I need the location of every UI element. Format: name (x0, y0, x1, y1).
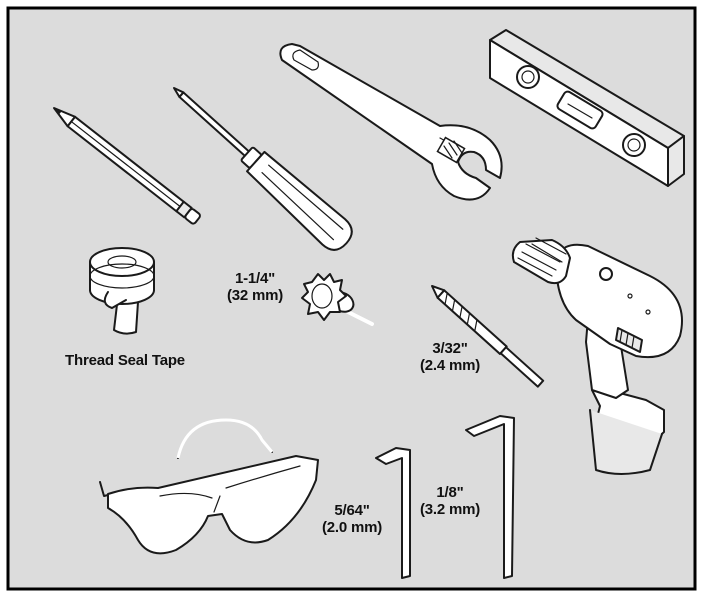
drill-bit-icon (431, 285, 545, 388)
phillips-screwdriver-icon (173, 87, 353, 251)
cordless-drill-icon (511, 237, 683, 475)
hex-key-small-icon (375, 447, 411, 579)
thread-seal-tape-label: Thread Seal Tape (65, 352, 185, 369)
safety-glasses-icon (99, 418, 319, 555)
hex-key-small-label: 5/64" (2.0 mm) (321, 502, 383, 536)
pencil-icon (53, 107, 201, 225)
spirit-level-icon (489, 29, 685, 187)
drill-bit-label: 3/32" (2.4 mm) (419, 340, 481, 374)
hex-key-large-label: 1/8" (3.2 mm) (419, 484, 481, 518)
hole-saw-label: 1-1/4" (32 mm) (226, 270, 284, 304)
tape-roll-icon (89, 247, 155, 335)
hex-key-large-icon (465, 415, 515, 579)
adjustable-wrench-icon (279, 43, 503, 201)
hole-saw-icon (301, 273, 374, 326)
